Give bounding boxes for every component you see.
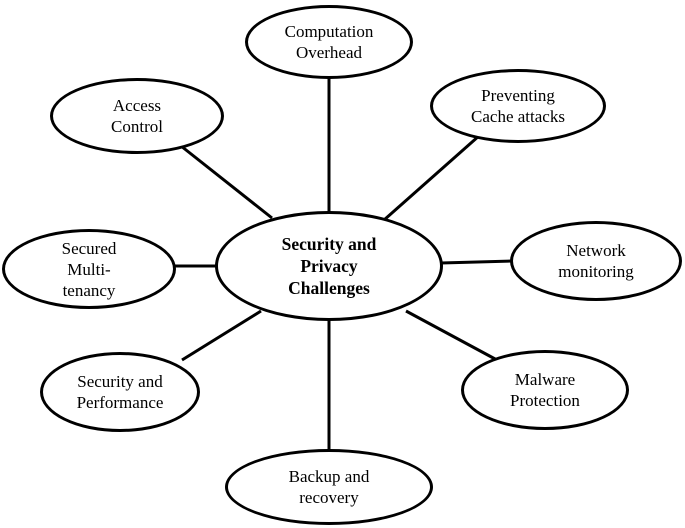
node-label: Computation Overhead xyxy=(284,22,374,62)
center-node-label: Security and Privacy Challenges xyxy=(281,234,377,298)
connector-malware-protection xyxy=(405,309,498,362)
node-label: Security and Performance xyxy=(76,372,164,412)
center-node-security-and-privacy-challenges: Security and Privacy Challenges xyxy=(215,211,443,321)
connector-network-monitoring xyxy=(440,259,513,265)
node-label: Malware Protection xyxy=(510,370,580,410)
node-access-control: Access Control xyxy=(50,78,224,154)
node-backup-and-recovery: Backup and recovery xyxy=(225,449,433,525)
connector-preventing-cache-attacks xyxy=(383,133,481,222)
node-malware-protection: Malware Protection xyxy=(461,350,629,430)
node-network-monitoring: Network monitoring xyxy=(510,221,682,301)
node-security-and-performance: Security and Performance xyxy=(40,352,200,432)
node-preventing-cache-attacks: Preventing Cache attacks xyxy=(430,69,606,143)
connector-access-control xyxy=(180,144,273,220)
node-secured-multi-tenancy: Secured Multi- tenancy xyxy=(2,229,176,309)
node-label: Secured Multi- tenancy xyxy=(61,238,117,300)
connector-security-and-performance xyxy=(181,309,262,362)
node-label: Backup and recovery xyxy=(288,467,370,507)
node-label: Preventing Cache attacks xyxy=(471,86,565,126)
node-label: Access Control xyxy=(111,96,163,136)
node-label: Network monitoring xyxy=(558,241,634,281)
node-computation-overhead: Computation Overhead xyxy=(245,5,413,79)
